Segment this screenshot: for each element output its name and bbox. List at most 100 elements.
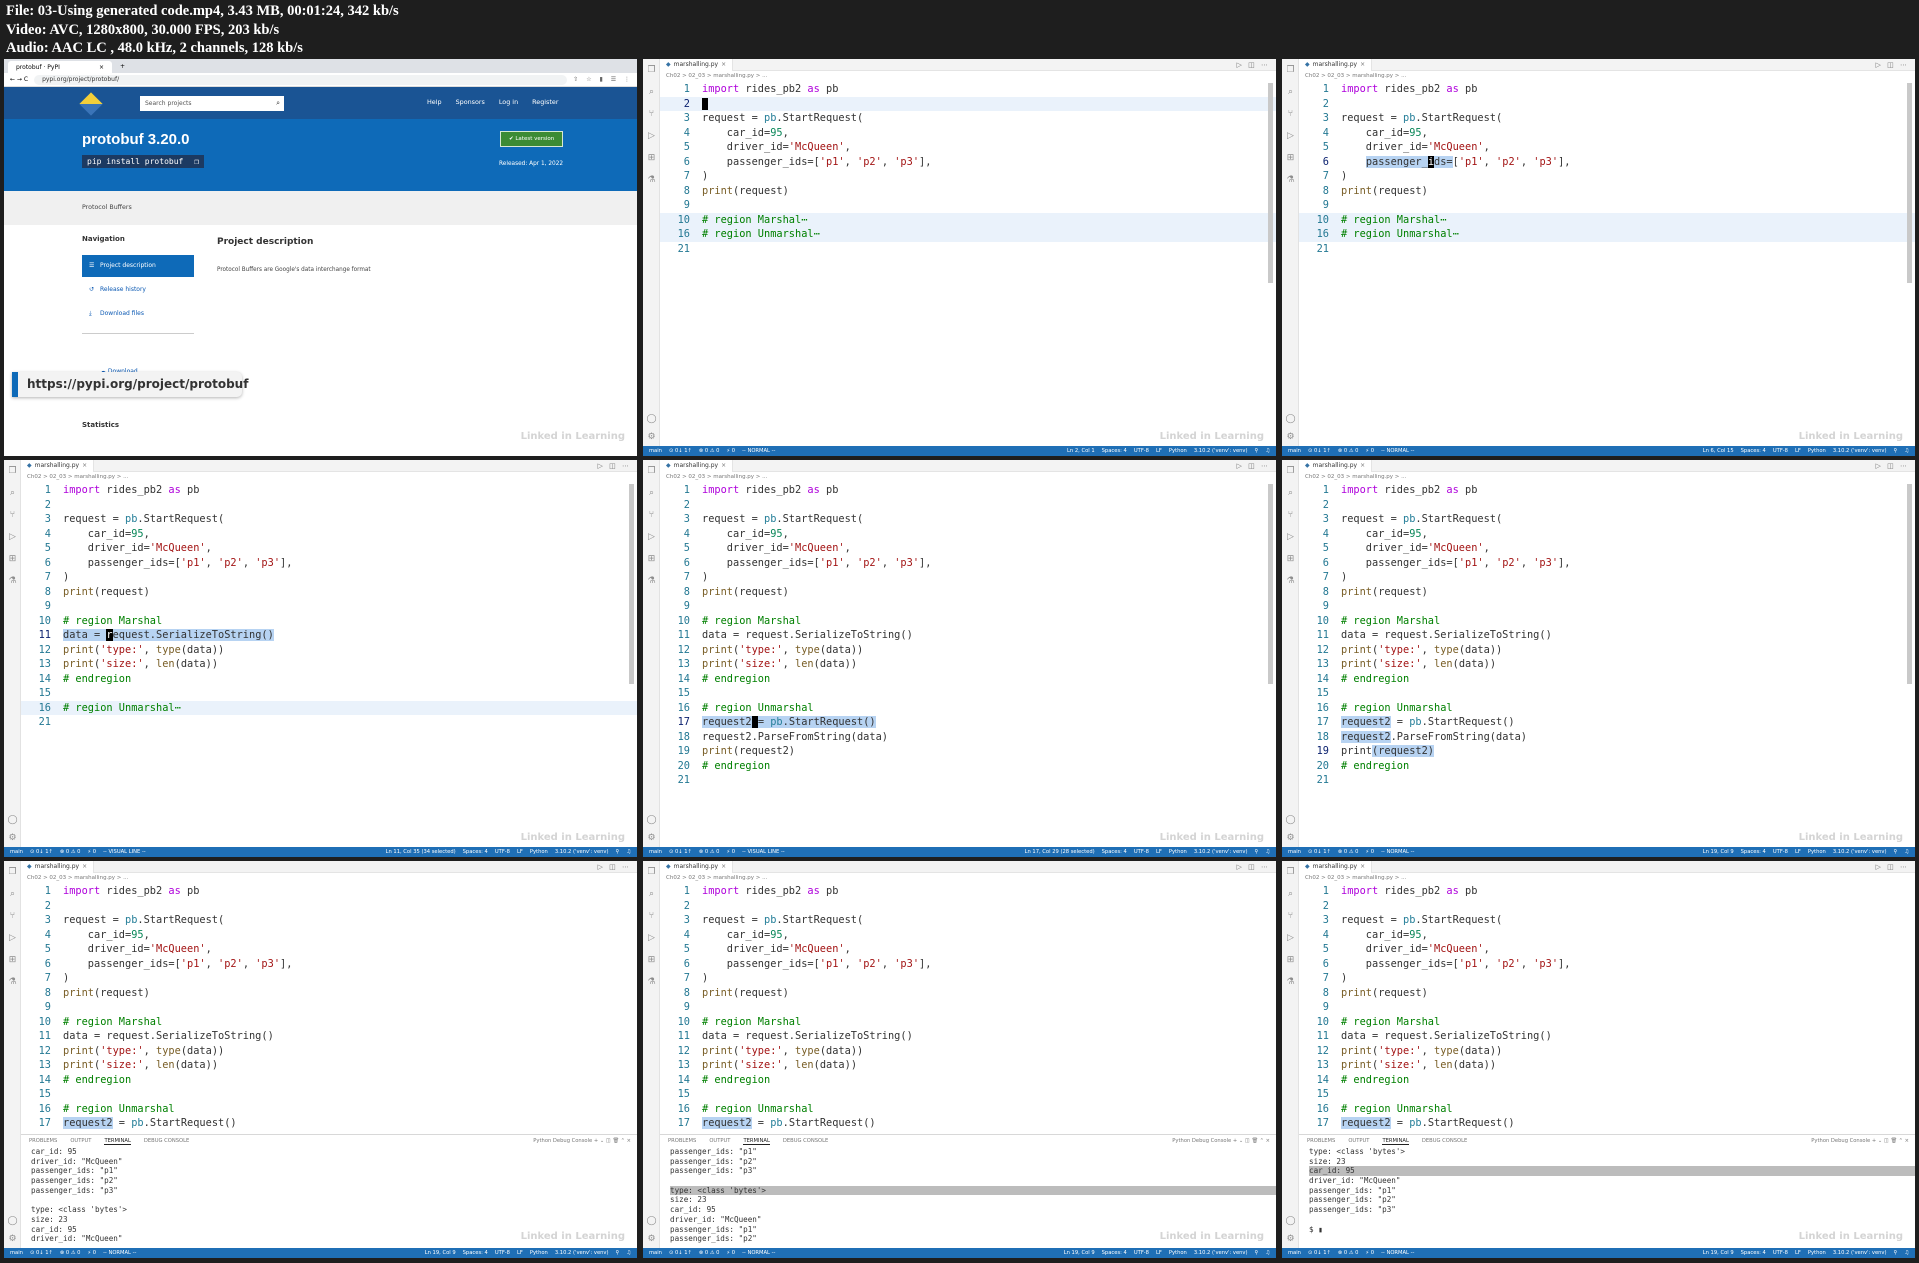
tab-problems[interactable]: PROBLEMS [668,1138,697,1144]
tab-terminal[interactable]: TERMINAL [104,1137,131,1145]
encoding[interactable]: UTF-8 [1772,849,1788,855]
search-icon[interactable]: ⌕ [9,889,16,899]
code-line[interactable]: 10# region Marshal [21,614,637,629]
files-icon[interactable]: ❐ [1286,65,1295,75]
code-line[interactable]: 5 driver_id='McQueen', [1299,942,1915,957]
gear-icon[interactable]: ⚙ [1286,1234,1295,1244]
cursor-position[interactable]: Ln 19, Col 9 [1063,1250,1095,1256]
testing-icon[interactable]: ⚗ [8,977,17,987]
extensions-icon[interactable]: ⊞ [8,955,17,965]
feedback-icon[interactable]: ⚲ [1893,448,1898,454]
notifications-icon[interactable]: ♫ [1265,448,1270,454]
code-line[interactable]: 5 driver_id='McQueen', [660,140,1276,155]
latest-version-badge[interactable]: ✔ Latest version [500,131,564,147]
scrollbar[interactable] [1268,83,1273,283]
code-line[interactable]: 7) [1299,971,1915,986]
code-line[interactable]: 2 [660,96,1276,111]
editor-actions-icon[interactable]: ▷ ◫ ⋯ [1236,60,1270,69]
account-icon[interactable]: ◯ [646,815,657,825]
code-line[interactable]: 10# region Marshal [21,1015,637,1030]
tab-debug-console[interactable]: DEBUG CONSOLE [143,1138,190,1144]
testing-icon[interactable]: ⚗ [1286,576,1295,586]
nav-release-history[interactable]: ↺ Release history [82,279,194,301]
code-line[interactable]: 2 [660,899,1276,914]
gear-icon[interactable]: ⚙ [647,833,656,843]
code-line[interactable]: 16# region Unmarshal⋯ [660,227,1276,242]
editor-actions-icon[interactable]: ▷ ◫ ⋯ [1236,461,1270,470]
files-icon[interactable]: ❐ [1286,466,1295,476]
nav-project-description[interactable]: ☰ Project description [82,255,194,277]
code-line[interactable]: 15 [660,1087,1276,1102]
feedback-icon[interactable]: ⚲ [615,849,620,855]
new-tab-icon[interactable]: + [120,62,126,70]
run-debug-icon[interactable]: ▷ [9,933,16,943]
search-icon[interactable]: ⌕ [276,99,280,107]
line-ending[interactable]: LF [1155,849,1162,855]
ports-indicator[interactable]: ⚡ 0 [726,849,736,855]
testing-icon[interactable]: ⚗ [1286,977,1295,987]
code-line[interactable]: 7) [1299,570,1915,585]
terminal-output[interactable]: passenger_ids: "p1"passenger_ids: "p2"pa… [660,1147,1276,1244]
code-line[interactable]: 10# region Marshal [660,614,1276,629]
source-control-icon[interactable]: ⑂ [9,911,16,921]
testing-icon[interactable]: ⚗ [8,576,17,586]
cursor-position[interactable]: Ln 11, Col 35 (34 selected) [385,849,456,855]
gear-icon[interactable]: ⚙ [8,833,17,843]
encoding[interactable]: UTF-8 [1772,1250,1788,1256]
source-control-icon[interactable]: ⑂ [1287,911,1294,921]
interpreter[interactable]: 3.10.2 ('venv': venv) [1193,1250,1248,1256]
run-debug-icon[interactable]: ▷ [648,532,655,542]
indentation[interactable]: Spaces: 4 [1101,1250,1127,1256]
source-control-icon[interactable]: ⑂ [1287,510,1294,520]
code-line[interactable]: 15 [21,686,637,701]
sync-indicator[interactable]: ⊙ 0↓ 1↑ [1307,448,1331,454]
code-line[interactable]: 4 car_id=95, [1299,126,1915,141]
files-icon[interactable]: ❐ [1286,867,1295,877]
editor-tab[interactable]: ◆marshalling.py× [1299,460,1373,472]
code-line[interactable]: 20# endregion [1299,759,1915,774]
editor-actions-icon[interactable]: ▷ ◫ ⋯ [1875,60,1909,69]
sync-indicator[interactable]: ⊙ 0↓ 1↑ [1307,849,1331,855]
problems-indicator[interactable]: ⊗ 0 ⚠ 0 [1337,1250,1359,1256]
testing-icon[interactable]: ⚗ [647,977,656,987]
code-line[interactable]: 2 [1299,498,1915,513]
url-field[interactable]: pypi.org/project/protobuf/ [34,74,568,85]
code-line[interactable]: 16# region Unmarshal⋯ [21,700,637,715]
run-debug-icon[interactable]: ▷ [1287,933,1294,943]
close-icon[interactable]: × [721,863,727,870]
code-line[interactable]: 14# endregion [660,672,1276,687]
code-line[interactable]: 7) [660,971,1276,986]
close-icon[interactable]: × [721,462,727,469]
problems-indicator[interactable]: ⊗ 0 ⚠ 0 [1337,849,1359,855]
extensions-icon[interactable]: ⊞ [1286,153,1295,163]
run-debug-icon[interactable]: ▷ [1287,532,1294,542]
tab-output[interactable]: OUTPUT [709,1138,731,1144]
source-control-icon[interactable]: ⑂ [648,911,655,921]
problems-indicator[interactable]: ⊗ 0 ⚠ 0 [59,1250,81,1256]
code-line[interactable]: 16# region Unmarshal [1299,701,1915,716]
ports-indicator[interactable]: ⚡ 0 [726,448,736,454]
search-icon[interactable]: ⌕ [648,889,655,899]
encoding[interactable]: UTF-8 [1133,1250,1149,1256]
code-line[interactable]: 7) [1299,169,1915,184]
